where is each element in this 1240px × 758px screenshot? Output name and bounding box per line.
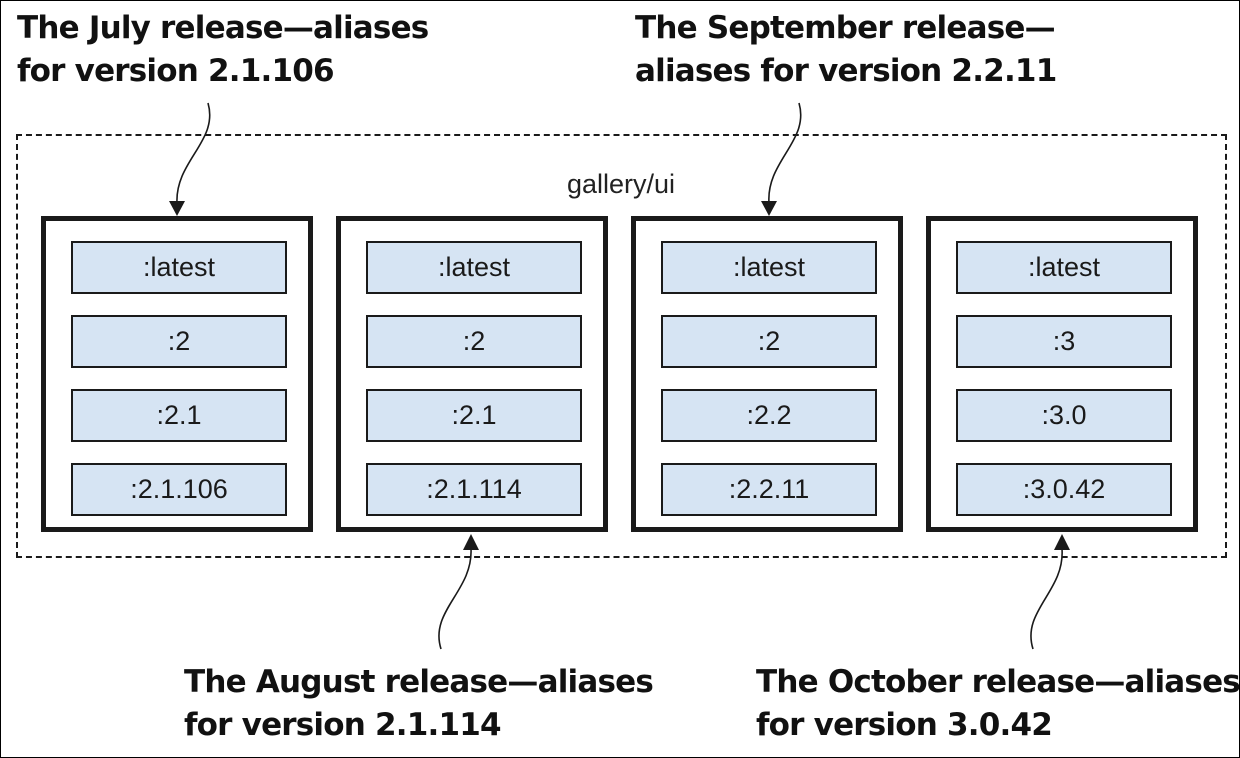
image-july: :latest :2 :2.1 :2.1.106 [41,216,313,532]
tag-minor: :3.0 [956,389,1172,442]
callout-july-line1: The July release—aliases [17,10,429,46]
tag-major: :2 [661,315,877,368]
arrow-august [438,548,472,650]
tag-latest: :latest [956,241,1172,294]
image-september: :latest :2 :2.2 :2.2.11 [631,216,903,532]
callout-august-line2: for version 2.1.114 [184,707,502,743]
tag-minor: :2.1 [366,389,582,442]
callout-september-line2: aliases for version 2.2.11 [635,53,1057,89]
repository-boundary [16,134,1227,558]
tag-major: :2 [71,315,287,368]
callout-october: The October release—aliases for version … [756,661,1240,747]
callout-october-line1: The October release—aliases [756,664,1240,700]
tag-patch: :2.2.11 [661,463,877,516]
callout-july-line2: for version 2.1.106 [17,53,335,89]
repository-name: gallery/ui [566,169,676,199]
tag-major: :3 [956,315,1172,368]
callout-august: The August release—aliases for version 2… [184,661,654,747]
tag-patch: :2.1.114 [366,463,582,516]
image-october: :latest :3 :3.0 :3.0.42 [926,216,1198,532]
tag-patch: :2.1.106 [71,463,287,516]
tag-patch: :3.0.42 [956,463,1172,516]
image-august: :latest :2 :2.1 :2.1.114 [336,216,608,532]
tag-latest: :latest [366,241,582,294]
tag-minor: :2.1 [71,389,287,442]
tag-latest: :latest [661,241,877,294]
tag-major: :2 [366,315,582,368]
callout-september: The September release— aliases for versi… [635,7,1057,93]
tag-minor: :2.2 [661,389,877,442]
callout-july: The July release—aliases for version 2.1… [17,7,429,93]
tag-latest: :latest [71,241,287,294]
arrow-october [1030,548,1063,650]
callout-october-line2: for version 3.0.42 [756,707,1053,743]
callout-august-line1: The August release—aliases [184,664,654,700]
callout-september-line1: The September release— [635,10,1056,46]
